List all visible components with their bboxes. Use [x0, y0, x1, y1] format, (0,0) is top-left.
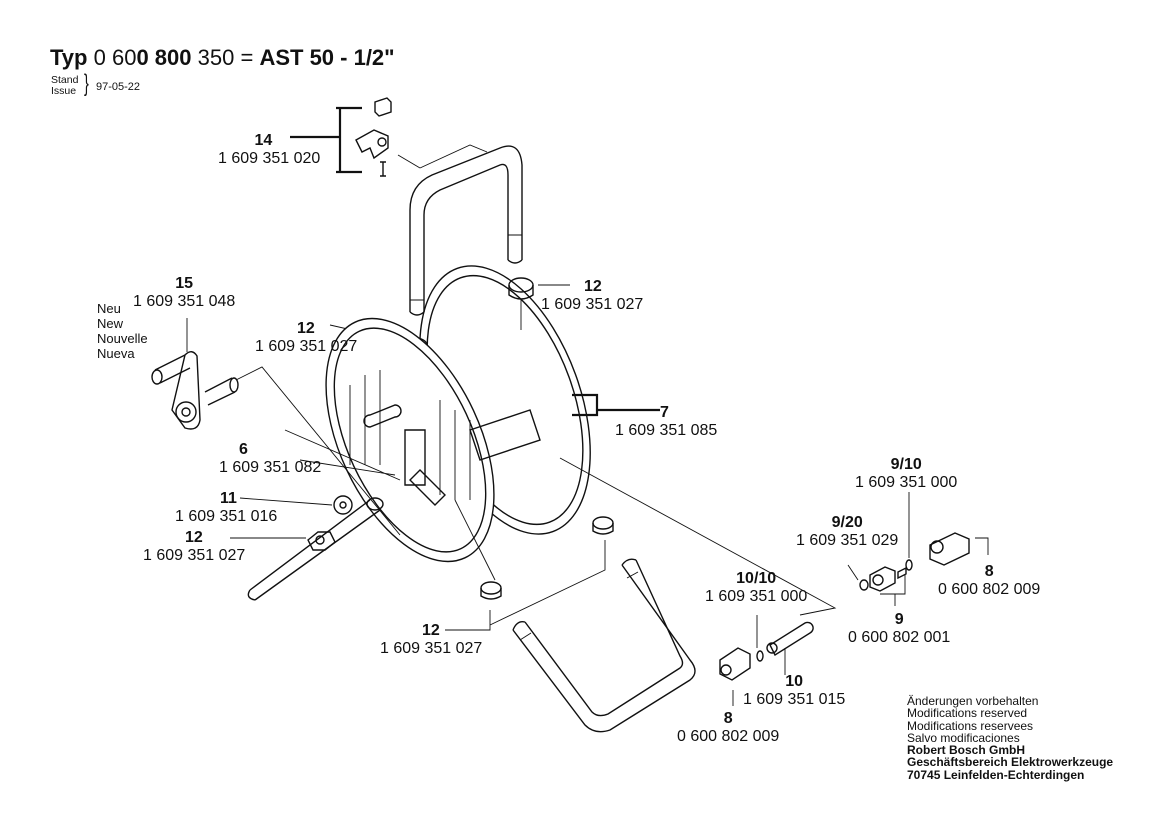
cap-nut-pair-icon — [445, 499, 614, 631]
part-11-label: 11 1 609 351 016 — [175, 490, 278, 525]
part-9-label: 9 0 600 802 001 — [848, 611, 951, 646]
company-name: Robert Bosch GmbH — [907, 743, 1026, 758]
hose-stub-icon — [230, 495, 384, 601]
stand-label: Stand — [51, 74, 79, 86]
part-15-label: 15 1 609 351 048 — [133, 275, 236, 310]
lower-frame-icon — [512, 558, 696, 733]
model-name: AST 50 - 1/2" — [259, 45, 395, 70]
part-9-10-label: 9/10 1 609 351 000 — [855, 456, 958, 491]
type-number-bold: 0 800 — [136, 45, 192, 70]
footer-line-en: Modifications reserved — [907, 706, 1028, 721]
company-address: 70745 Leinfelden-Echterdingen — [907, 767, 1085, 782]
type-number-prefix: 0 60 — [93, 45, 137, 70]
part-14-label: 14 1 609 351 020 — [218, 132, 321, 167]
type-number-suffix: 350 — [197, 45, 235, 70]
part-9-20-label: 9/20 1 609 351 029 — [796, 514, 899, 549]
footer-notice: Änderungen vorbehalten Modifications res… — [907, 695, 1113, 781]
part-12-bottom-label: 12 1 609 351 027 — [380, 622, 483, 657]
new-part-note: Neu New Nouvelle Nueva — [97, 301, 148, 361]
bracket-clip-icon — [290, 97, 488, 177]
crank-handle-icon — [151, 318, 401, 536]
part-10-10-label: 10/10 1 609 351 000 — [705, 570, 808, 605]
equals-sign: = — [240, 45, 254, 70]
part-12-left-label: 12 1 609 351 027 — [143, 529, 246, 564]
footer-line-fr: Modifications reservees — [907, 718, 1034, 733]
issue-date: 97-05-22 — [96, 81, 141, 93]
page-title: Typ 0 600 800 350 = AST 50 - 1/2" — [50, 46, 395, 70]
issue-label: Issue — [51, 85, 77, 97]
part-10-label: 10 1 609 351 015 — [743, 673, 846, 708]
footer-line-es: Salvo modificaciones — [907, 730, 1020, 745]
part-8-bottom-label: 8 0 600 802 009 — [677, 710, 780, 745]
upper-frame-icon — [409, 145, 523, 316]
hose-connector-icons — [559, 457, 989, 706]
part-8-right-label: 8 0 600 802 009 — [938, 563, 1041, 598]
part-12-upper-right-label: 12 1 609 351 027 — [541, 278, 644, 313]
stand-issue-labels: Stand Issue — [51, 75, 78, 97]
part-12-upper-left-label: 12 1 609 351 027 — [255, 320, 358, 355]
typ-label: Typ — [50, 45, 88, 70]
part-7-label: 7 1 609 351 085 — [615, 404, 718, 439]
company-division: Geschäftsbereich Elektrowerkzeuge — [907, 755, 1114, 770]
part-6-label: 6 1 609 351 082 — [219, 441, 322, 476]
footer-line-de: Änderungen vorbehalten — [907, 694, 1039, 708]
brace-glyph: } — [84, 70, 89, 97]
